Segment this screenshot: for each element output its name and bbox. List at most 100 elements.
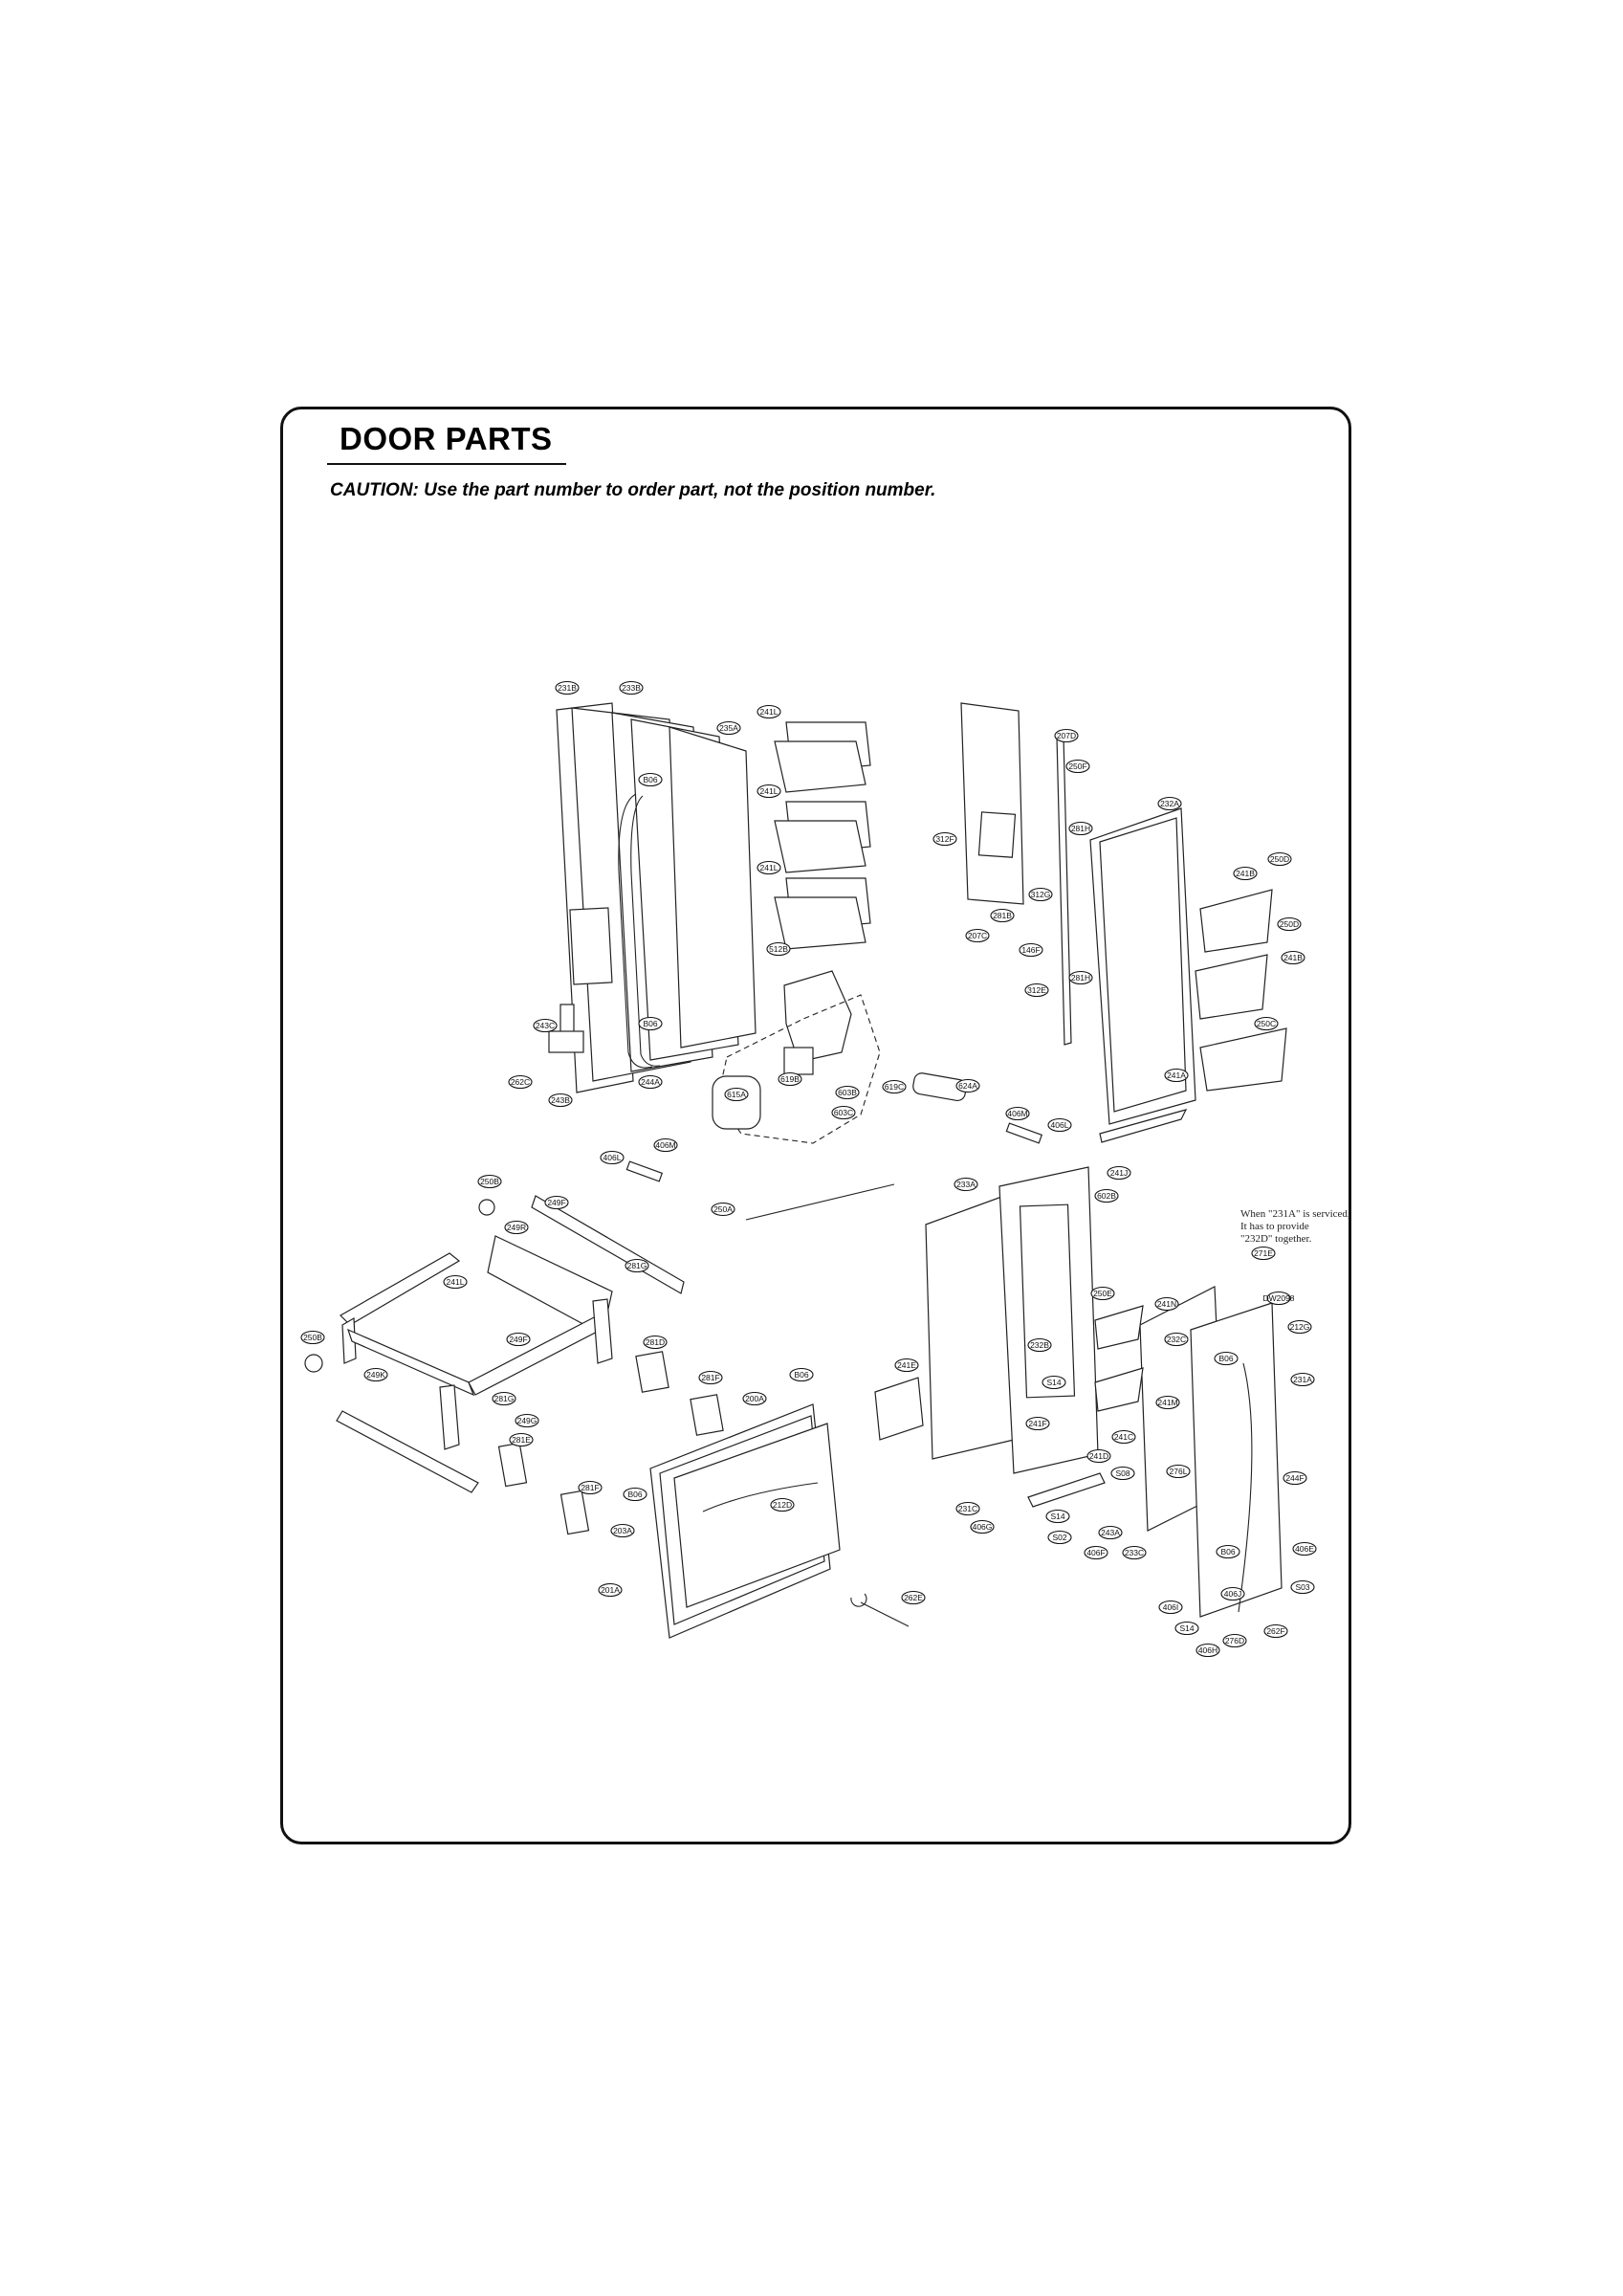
- position-label-text: 232A: [1160, 799, 1179, 808]
- position-label-text: 406L: [1051, 1120, 1069, 1130]
- position-label: 262C: [508, 1074, 533, 1090]
- position-label: 312E: [1024, 982, 1049, 998]
- position-label-text: 244F: [1285, 1473, 1304, 1483]
- position-label: B06: [1216, 1544, 1240, 1559]
- position-label: 406J: [1220, 1586, 1245, 1601]
- position-label: S14: [1174, 1621, 1199, 1636]
- position-label: 312F: [932, 831, 957, 847]
- position-label-text: 271E: [1254, 1248, 1273, 1258]
- position-label-text: 249R: [507, 1223, 526, 1232]
- position-label: 281G: [625, 1258, 649, 1273]
- position-label: 241L: [757, 704, 781, 719]
- position-label-text: B06: [627, 1490, 642, 1499]
- position-label: 619B: [778, 1071, 802, 1087]
- position-label-text: 602B: [1097, 1191, 1116, 1201]
- position-label-text: 231A: [1293, 1375, 1312, 1384]
- position-label-text: 406I: [1163, 1602, 1179, 1612]
- position-label: 276L: [1166, 1464, 1191, 1479]
- small-parts-middle: [548, 1004, 1043, 1221]
- position-label-text: 281D: [646, 1337, 665, 1347]
- position-label: 281G: [492, 1391, 516, 1406]
- position-label: 281H: [1068, 821, 1093, 836]
- position-label: 241D: [1086, 1448, 1111, 1464]
- position-label-text: 241E: [897, 1360, 916, 1370]
- position-label: 235A: [716, 720, 741, 736]
- position-label-text: 243B: [551, 1095, 570, 1105]
- position-label: 250F: [1065, 759, 1090, 774]
- position-label-text: 249K: [366, 1370, 385, 1380]
- position-label: 406M: [1005, 1106, 1030, 1121]
- position-label-text: S02: [1052, 1533, 1066, 1542]
- position-label: 271E: [1251, 1246, 1276, 1261]
- position-label: 250E: [1090, 1286, 1115, 1301]
- position-label: 406G: [970, 1519, 995, 1534]
- position-label: S14: [1042, 1375, 1066, 1390]
- position-label: 615A: [724, 1087, 749, 1102]
- position-label: 406I: [1158, 1600, 1183, 1615]
- position-label: 212D: [770, 1497, 795, 1512]
- position-label: B06: [638, 1016, 663, 1031]
- position-label-text: 312G: [1031, 890, 1051, 899]
- diagram-frame: [280, 407, 1351, 1844]
- position-label-text: 203A: [613, 1526, 632, 1535]
- position-label-text: 406J: [1224, 1589, 1241, 1599]
- position-label-text: 233C: [1125, 1548, 1144, 1557]
- position-label-text: 406M: [655, 1140, 675, 1150]
- position-label-text: 250F: [1068, 762, 1086, 771]
- position-label: B06: [789, 1367, 814, 1382]
- position-label: 312G: [1028, 887, 1053, 902]
- position-label-text: 249G: [517, 1416, 537, 1425]
- position-label-text: 250B: [480, 1177, 499, 1186]
- position-label: 250B: [300, 1330, 325, 1345]
- position-label: 241E: [894, 1358, 919, 1373]
- position-label: 233C: [1122, 1545, 1147, 1560]
- position-label-text: 262C: [511, 1077, 530, 1087]
- service-note-line-3: "232D" together.: [1240, 1233, 1312, 1245]
- position-label: 281B: [990, 908, 1015, 923]
- position-label-text: 231C: [958, 1504, 977, 1513]
- position-label: 201A: [598, 1582, 623, 1598]
- position-label: DW2098: [1262, 1291, 1295, 1306]
- position-label: 249G: [515, 1413, 539, 1428]
- position-label-text: 241J: [1110, 1168, 1128, 1178]
- position-label: 212G: [1287, 1319, 1312, 1335]
- position-label-text: B06: [1220, 1547, 1235, 1556]
- position-label: 203A: [610, 1523, 635, 1538]
- position-label: 241J: [1107, 1165, 1131, 1181]
- position-label: 207D: [1054, 728, 1079, 743]
- position-label-text: 615A: [727, 1090, 746, 1099]
- position-label: 241A: [1164, 1068, 1189, 1083]
- position-label-text: 281B: [993, 911, 1012, 920]
- position-label-text: 406G: [973, 1522, 993, 1532]
- position-label-text: 232C: [1167, 1335, 1186, 1344]
- position-label-text: 512B: [769, 944, 788, 954]
- position-label-text: 241L: [760, 786, 779, 796]
- position-label-text: 406F: [1086, 1548, 1105, 1557]
- position-label: 249F: [506, 1332, 531, 1347]
- position-label: B06: [638, 772, 663, 787]
- position-label-text: 146F: [1021, 945, 1040, 955]
- position-label-text: 406E: [1295, 1544, 1314, 1554]
- position-label: 241L: [443, 1274, 468, 1290]
- title-underline: [327, 463, 566, 465]
- position-label-text: B06: [1218, 1354, 1233, 1363]
- position-label: 281F: [578, 1480, 603, 1495]
- position-label: 406L: [600, 1150, 625, 1165]
- position-label-text: 241L: [447, 1277, 465, 1287]
- position-label-text: 243C: [536, 1021, 555, 1030]
- position-label-text: 276D: [1225, 1636, 1244, 1645]
- position-label-text: 406H: [1198, 1645, 1217, 1655]
- position-label-text: 241B: [1236, 869, 1255, 878]
- position-label-text: 232B: [1030, 1340, 1049, 1350]
- position-label-text: 281H: [1071, 824, 1090, 833]
- position-label-text: 276L: [1170, 1467, 1188, 1476]
- position-label: 249R: [504, 1220, 529, 1235]
- position-label: 200A: [742, 1391, 767, 1406]
- position-label-text: 250A: [713, 1204, 733, 1214]
- position-label-text: 243A: [1101, 1528, 1120, 1537]
- position-label-text: 241B: [1283, 953, 1303, 962]
- position-label-text: 250D: [1280, 919, 1299, 929]
- position-label: 250D: [1277, 916, 1302, 932]
- position-label-text: 619C: [885, 1082, 904, 1092]
